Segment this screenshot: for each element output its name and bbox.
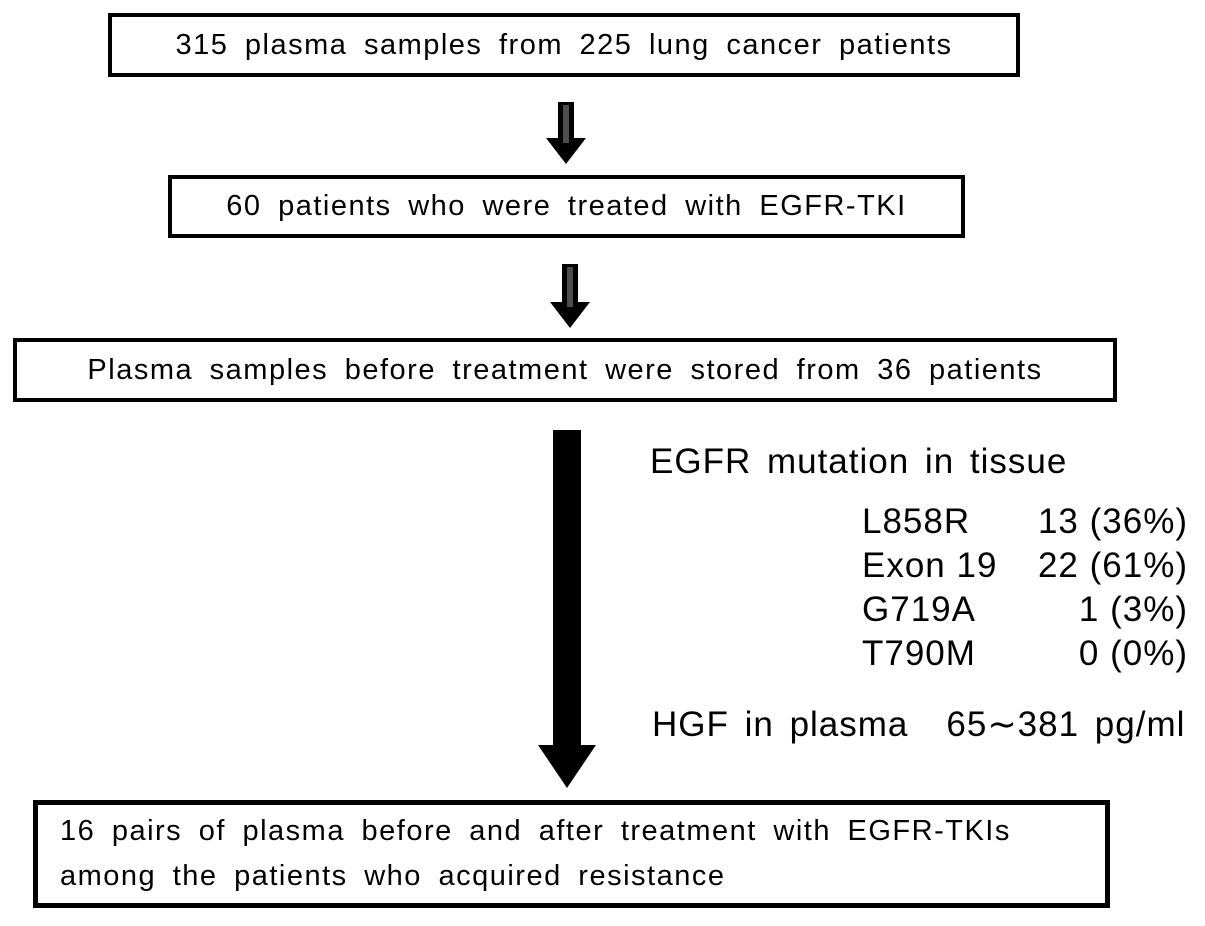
egfr-mutation-heading: EGFR mutation in tissue — [650, 442, 1068, 481]
mutation-row-g719a: G719A 1 (3%) — [862, 588, 1188, 632]
egfr-mutation-table: L858R 13 (36%) Exon 19 22 (61%) G719A 1 … — [862, 500, 1188, 676]
flow-box-stored-plasma-text: Plasma samples before treatment were sto… — [87, 353, 1043, 386]
down-arrow-icon — [546, 102, 586, 164]
mutation-label: T790M — [862, 634, 976, 673]
mutation-value: 0 (0%) — [1078, 634, 1188, 673]
flow-box-paired-plasma-line1: 16 pairs of plasma before and after trea… — [60, 815, 1011, 847]
mutation-row-exon19: Exon 19 22 (61%) — [862, 544, 1188, 588]
long-down-arrow-icon — [538, 430, 596, 788]
mutation-label: L858R — [862, 502, 971, 541]
mutation-row-l858r: L858R 13 (36%) — [862, 500, 1188, 544]
mutation-value: 1 (3%) — [1078, 590, 1188, 629]
flow-box-paired-plasma: 16 pairs of plasma before and after trea… — [33, 800, 1110, 908]
hgf-plasma-value: 65∼381 pg/ml — [946, 705, 1186, 744]
mutation-value: 22 (61%) — [1037, 546, 1188, 585]
mutation-label: G719A — [862, 590, 976, 629]
mutation-row-t790m: T790M 0 (0%) — [862, 632, 1188, 676]
hgf-plasma-label: HGF in plasma — [652, 705, 909, 744]
flow-box-total-samples: 315 plasma samples from 225 lung cancer … — [108, 13, 1020, 77]
hgf-plasma-line: HGF in plasma 65∼381 pg/ml — [652, 703, 1185, 747]
down-arrow-icon — [550, 264, 590, 328]
flow-box-stored-plasma: Plasma samples before treatment were sto… — [13, 338, 1117, 402]
mutation-label: Exon 19 — [862, 546, 998, 585]
flow-box-egfr-tki-treated-text: 60 patients who were treated with EGFR-T… — [226, 190, 907, 222]
flow-box-total-samples-text: 315 plasma samples from 225 lung cancer … — [175, 28, 953, 61]
mutation-value: 13 (36%) — [1037, 502, 1188, 541]
flow-box-egfr-tki-treated: 60 patients who were treated with EGFR-T… — [168, 175, 965, 238]
flow-box-paired-plasma-line2: among the patients who acquired resistan… — [60, 860, 726, 892]
